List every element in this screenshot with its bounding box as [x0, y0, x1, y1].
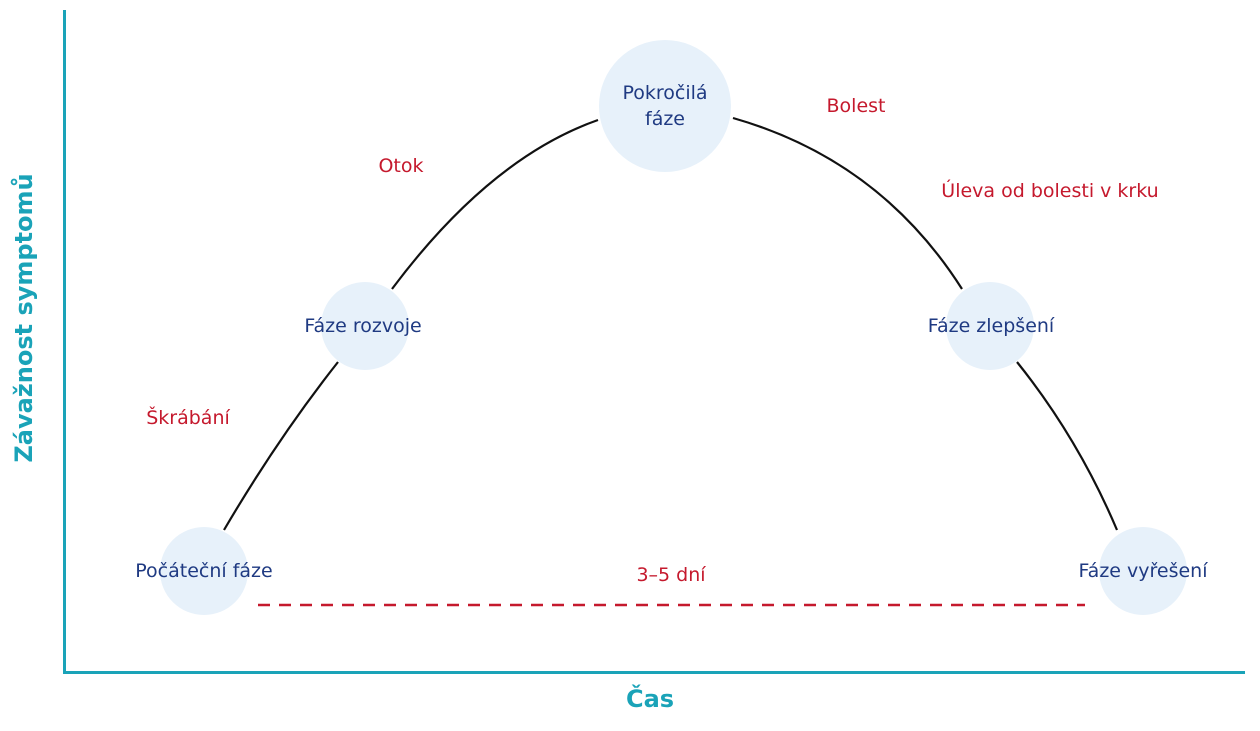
symptom-label-scratching: Škrábání: [146, 407, 230, 429]
curve-development-to-advanced: [391, 118, 599, 290]
y-axis-line: [63, 10, 66, 674]
duration-label: 3–5 dní: [636, 564, 706, 586]
stage-label-improvement: Fáze zlepšení: [927, 315, 1055, 337]
curve-advanced-to-improvement: [732, 116, 963, 290]
stage-label-initial: Počáteční fáze: [135, 560, 273, 582]
stage-circle-initial: [160, 527, 248, 615]
stage-label-advanced: Pokročilá fáze: [622, 82, 708, 130]
symptom-label-swelling: Otok: [378, 155, 424, 177]
x-axis-line: [63, 671, 1245, 674]
stage-label-resolution: Fáze vyřešení: [1078, 560, 1208, 582]
stage-circle-advanced: [599, 40, 731, 172]
stage-circle-resolution: [1099, 527, 1187, 615]
stage-circle-improvement: [946, 282, 1034, 370]
symptom-label-relief: Úleva od bolesti v krku: [941, 180, 1159, 202]
curve-improvement-to-resolution: [1016, 361, 1119, 531]
curve-initial-to-development: [223, 361, 339, 531]
stage-label-development: Fáze rozvoje: [304, 315, 422, 337]
x-axis-title: Čas: [625, 685, 675, 713]
symptom-label-pain: Bolest: [826, 95, 886, 117]
stage-circle-development: [321, 282, 409, 370]
y-axis-title: Závažnost symptomů: [10, 173, 38, 463]
